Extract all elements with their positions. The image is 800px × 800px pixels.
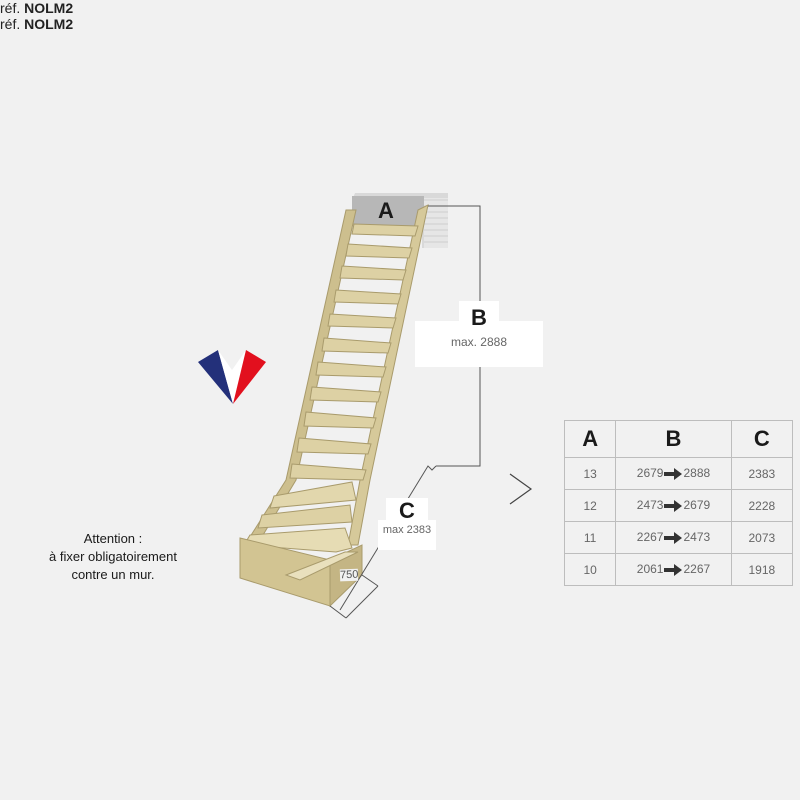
- ref-code-right: NOLM2: [24, 16, 74, 32]
- cell-c: 2383: [730, 457, 794, 490]
- label-a-box: A: [374, 198, 398, 223]
- header-b: B: [615, 420, 732, 458]
- table-row: 12 2473 2679 2228: [563, 489, 794, 522]
- cell-a: 12: [563, 489, 617, 522]
- ref-code: NOLM2: [24, 0, 74, 16]
- cell-a: 13: [563, 457, 617, 490]
- reference-left: réf. NOLM2: [0, 0, 800, 16]
- cell-b-from: 2267: [636, 530, 664, 545]
- arrow-right-icon: [664, 563, 683, 576]
- cell-b: 2473 2679: [615, 489, 732, 522]
- cell-b-to: 2679: [683, 498, 711, 513]
- cell-b-to: 2473: [683, 530, 711, 545]
- chevron-right-icon: [509, 473, 533, 505]
- ref-prefix: réf.: [0, 0, 21, 16]
- label-b: B: [471, 305, 487, 330]
- cell-c: 1918: [730, 553, 794, 586]
- cell-a: 11: [563, 521, 617, 554]
- arrow-right-icon: [664, 499, 683, 512]
- header-a: A: [563, 420, 617, 458]
- cell-b: 2267 2473: [615, 521, 732, 554]
- cell-b-from: 2473: [636, 498, 664, 513]
- cell-b-to: 2267: [683, 562, 711, 577]
- attention-line-3: contre un mur.: [71, 567, 155, 582]
- attention-note: Attention : à fixer obligatoirement cont…: [38, 530, 188, 584]
- dimension-width-line: [329, 574, 379, 619]
- label-a: A: [378, 198, 394, 223]
- table-row: 10 2061 2267 1918: [563, 553, 794, 586]
- label-c-box: C max 2383: [378, 498, 436, 550]
- cell-b-to: 2888: [683, 466, 711, 481]
- arrow-right-icon: [664, 467, 683, 480]
- attention-line-1: Attention :: [83, 531, 143, 546]
- cell-b: 2679 2888: [615, 457, 732, 490]
- header-c: C: [730, 420, 794, 458]
- top-landing: [352, 193, 448, 248]
- cell-b-from: 2679: [636, 466, 664, 481]
- table-row: 11 2267 2473 2073: [563, 521, 794, 554]
- reference-right: réf. NOLM2: [0, 16, 800, 32]
- french-flag-icon: [198, 350, 266, 404]
- cell-c: 2228: [730, 489, 794, 522]
- cell-c: 2073: [730, 521, 794, 554]
- label-c-max: max 2383: [382, 524, 432, 536]
- table-row: 13 2679 2888 2383: [563, 457, 794, 490]
- stair-treads: [289, 223, 419, 481]
- ref-prefix-right: réf.: [0, 16, 21, 32]
- label-c: C: [399, 498, 415, 523]
- cell-a: 10: [563, 553, 617, 586]
- label-b-box: B max. 2888: [415, 301, 543, 367]
- table-header-row: A B C: [563, 420, 794, 458]
- cell-b: 2061 2267: [615, 553, 732, 586]
- stair-winders: [239, 481, 363, 608]
- label-width: 750: [339, 568, 359, 582]
- arrow-right-icon: [664, 531, 683, 544]
- label-b-max: max. 2888: [450, 335, 508, 349]
- cell-b-from: 2061: [636, 562, 664, 577]
- attention-line-2: à fixer obligatoirement: [49, 549, 177, 564]
